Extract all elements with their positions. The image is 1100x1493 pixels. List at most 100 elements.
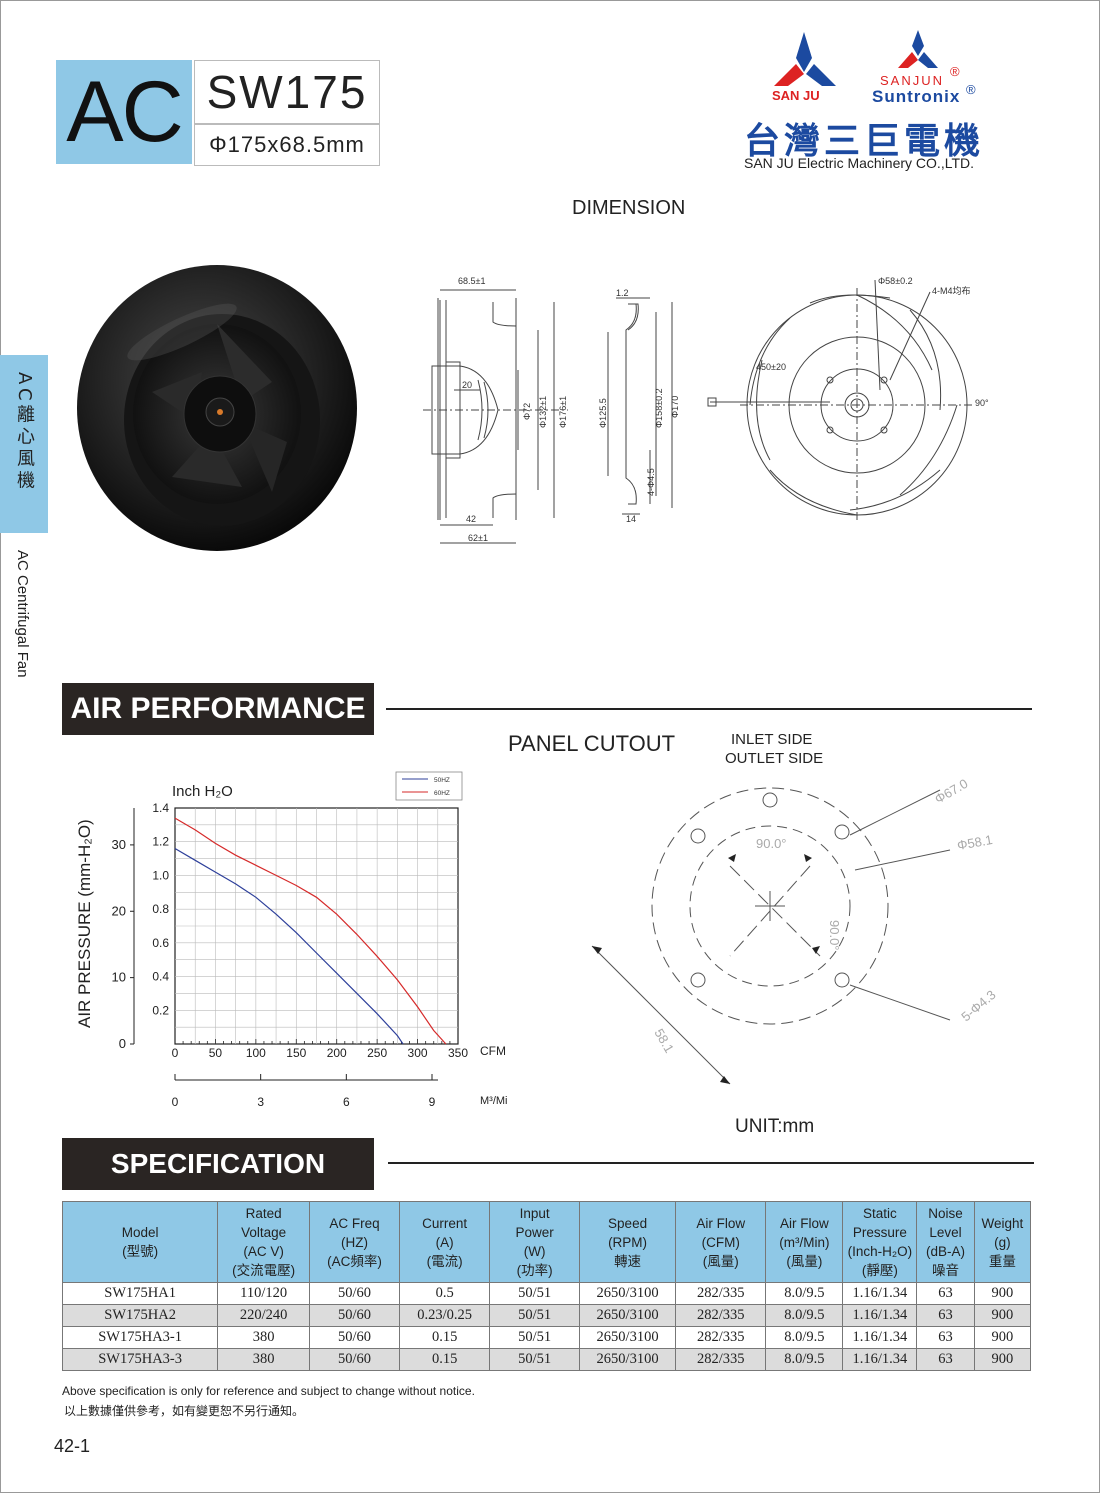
spec-cell: 2650/3100 bbox=[578, 1282, 677, 1305]
chart-series-line-50HZ bbox=[174, 847, 404, 1045]
chart-x-tick-label: 100 bbox=[246, 1046, 266, 1060]
chart-y-inch-tick-label: 1.4 bbox=[152, 801, 169, 815]
dim-label: 68.5±1 bbox=[458, 276, 485, 286]
chart-x-tick-label: 50 bbox=[209, 1046, 223, 1060]
model-title: SW175 bbox=[194, 60, 380, 124]
spec-cell: 282/335 bbox=[675, 1304, 767, 1327]
spec-header-line: Model bbox=[121, 1225, 159, 1240]
spec-cell: 50/51 bbox=[489, 1348, 580, 1371]
spec-header-line: (dB-A) bbox=[926, 1244, 966, 1259]
chart-y-inch-tick-label: 0.8 bbox=[152, 902, 169, 916]
dim-label: Φ72 bbox=[522, 403, 532, 420]
sanju-logo-icon bbox=[774, 32, 836, 86]
dim-label: Φ170 bbox=[670, 396, 680, 418]
spec-cell: 900 bbox=[973, 1348, 1032, 1371]
disclaimer-cn: 以上數據僅供參考，如有變更恕不另行通知。 bbox=[64, 1404, 305, 1418]
panel-label: Φ58.1 bbox=[956, 832, 994, 853]
dim-label: 4-Φ4.5 bbox=[646, 468, 656, 496]
panel-cutout-title: PANEL CUTOUT bbox=[508, 731, 676, 756]
spec-cell: 900 bbox=[973, 1304, 1032, 1327]
spec-header-line: (靜壓) bbox=[861, 1263, 898, 1278]
section-drawing: 1.2 Φ125.5 Φ158±0.2 Φ170 4-Φ4.5 14 bbox=[598, 288, 680, 524]
dim-label: Φ125.5 bbox=[598, 398, 608, 428]
company-name-en: SAN JU Electric Machinery CO.,LTD. bbox=[744, 155, 975, 171]
spec-cell: 0.15 bbox=[398, 1348, 491, 1371]
spec-cell: 282/335 bbox=[675, 1282, 767, 1305]
chart-y-inch-tick-label: 0.2 bbox=[152, 1003, 169, 1017]
spec-header-cell: Air Flow(m³/Min)(風量) bbox=[765, 1201, 844, 1283]
inlet-side-label: INLET SIDE bbox=[731, 731, 813, 748]
spec-header-line: (功率) bbox=[516, 1263, 553, 1278]
size-label: Φ175x68.5mm bbox=[194, 124, 380, 166]
company-name-cn: 台灣三巨電機 bbox=[744, 121, 985, 162]
spec-header-cell: Current(A)(電流) bbox=[398, 1201, 491, 1283]
spec-cell: 63 bbox=[916, 1348, 975, 1371]
air-performance-chart: AIR PRESSURE (mm-H₂O) Inch H₂O CFM M³/Mi… bbox=[75, 771, 508, 1109]
spec-header-cell: Speed(RPM)轉速 bbox=[578, 1201, 677, 1283]
spec-cell: 63 bbox=[916, 1282, 975, 1305]
dim-label: 4-M4均布 bbox=[932, 285, 971, 296]
dimension-title: DIMENSION bbox=[572, 197, 686, 219]
chart-y-axis-label: AIR PRESSURE (mm-H₂O) bbox=[75, 819, 94, 1028]
spec-header-cell: AC Freq(HZ)(AC頻率) bbox=[309, 1201, 400, 1283]
spec-cell: 220/240 bbox=[217, 1304, 311, 1327]
dim-label: 450±20 bbox=[756, 362, 786, 372]
spec-header-line: Air Flow bbox=[779, 1215, 829, 1231]
spec-cell: 900 bbox=[973, 1282, 1032, 1305]
spec-header-line: Static bbox=[862, 1206, 897, 1221]
spec-header-line: 噪音 bbox=[932, 1263, 959, 1278]
chart-metric-tick-label: 9 bbox=[429, 1095, 436, 1109]
chart-x-axis-label: CFM bbox=[480, 1044, 506, 1058]
specification-banner: SPECIFICATION bbox=[62, 1138, 374, 1190]
registered-mark-2: ® bbox=[966, 82, 976, 97]
chart-y-inch-tick-label: 1.2 bbox=[152, 835, 169, 849]
spec-cell: 50/51 bbox=[489, 1282, 580, 1305]
spec-cell: 282/335 bbox=[675, 1326, 767, 1349]
spec-header-line: AC Freq bbox=[329, 1215, 380, 1231]
spec-header-line: (RPM) bbox=[608, 1234, 648, 1250]
registered-mark: ® bbox=[950, 64, 960, 79]
spec-cell: 50/60 bbox=[309, 1282, 400, 1305]
spec-header-line: (Inch-H₂O) bbox=[847, 1244, 913, 1259]
sanjun-logo-text: SANJUN bbox=[880, 73, 945, 88]
panel-label: 90.0° bbox=[827, 920, 842, 951]
spec-cell: 1.16/1.34 bbox=[842, 1304, 918, 1327]
chart-y-mm-tick-label: 10 bbox=[112, 970, 126, 985]
chart-x-tick-label: 350 bbox=[448, 1046, 468, 1060]
panel-label: Φ67.0 bbox=[932, 776, 970, 807]
spec-header-cell: Air Flow(CFM)(風量) bbox=[675, 1201, 767, 1283]
spec-header-line: Noise bbox=[928, 1206, 963, 1221]
spec-cell: SW175HA3-3 bbox=[61, 1348, 219, 1371]
spec-header-line: Rated bbox=[245, 1206, 282, 1221]
spec-cell: 282/335 bbox=[675, 1348, 767, 1371]
side-tab-label-cn: AC離心風機 bbox=[14, 372, 35, 493]
spec-header-line: (交流電壓) bbox=[232, 1263, 296, 1278]
section-rule bbox=[388, 1162, 1034, 1164]
chart-legend-label: 50HZ bbox=[434, 777, 450, 784]
panel-label: 5-Φ4.3 bbox=[958, 987, 998, 1024]
spec-cell: 380 bbox=[217, 1326, 311, 1349]
spec-header-line: (AC V) bbox=[243, 1244, 284, 1259]
spec-cell: 50/51 bbox=[489, 1304, 580, 1327]
spec-cell: 0.5 bbox=[398, 1282, 491, 1305]
spec-header-line: (m³/Min) bbox=[779, 1234, 830, 1250]
section-rule bbox=[386, 708, 1032, 710]
dim-label: Φ176±1 bbox=[558, 396, 568, 428]
front-view-drawing: Φ58±0.2 4-M4均布 450±20 90° bbox=[707, 276, 989, 520]
spec-cell: 380 bbox=[217, 1348, 311, 1371]
spec-cell: SW175HA2 bbox=[61, 1304, 219, 1327]
side-view-drawing: 68.5±1 20 Φ72 Φ132±1 Φ176±1 42 62±1 bbox=[423, 276, 568, 544]
spec-header-line: Power bbox=[515, 1225, 554, 1240]
suntronix-logo-icon bbox=[898, 30, 938, 68]
spec-cell: 8.0/9.5 bbox=[765, 1304, 844, 1327]
dim-label: 90° bbox=[975, 398, 989, 408]
disclaimer-en: Above specification is only for referenc… bbox=[62, 1384, 475, 1398]
chart-x-tick-label: 250 bbox=[367, 1046, 387, 1060]
spec-header-line: 重量 bbox=[988, 1253, 1016, 1269]
